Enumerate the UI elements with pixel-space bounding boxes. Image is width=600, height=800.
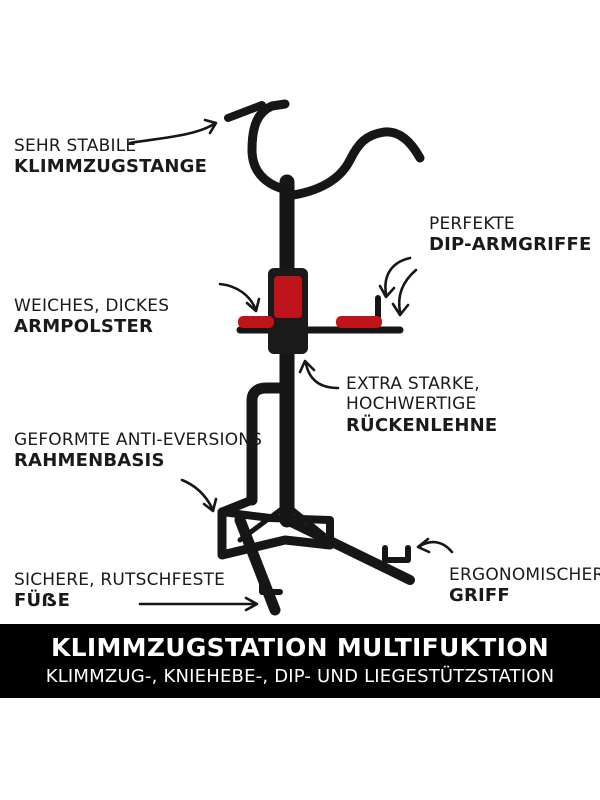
feature-pullup-bar: SEHR STABILE KLIMMZUGSTANGE [14,136,207,178]
feature-line1: GEFORMTE ANTI-EVERSIONS [14,430,263,450]
feature-line2: FÜẞE [14,590,71,612]
power-tower-image [128,99,454,616]
feature-line1: SICHERE, RUTSCHFESTE [14,570,226,590]
feature-arm-pads: WEICHES, DICKES ARMPOLSTER [14,296,169,338]
feature-line1: ERGONOMISCHER [449,565,600,585]
feature-feet: SICHERE, RUTSCHFESTE FÜẞE [14,570,225,612]
feature-grip: ERGONOMISCHER GRIFF [449,565,600,607]
feature-backrest: EXTRA STARKE, HOCHWERTIGE RÜCKENLEHNE [346,374,600,436]
feature-line1: PERFEKTE [429,214,515,234]
feature-line2: KLIMMZUGSTANGE [14,156,208,178]
feature-line2: ARMPOLSTER [14,316,154,338]
banner-subtitle: KLIMMZUG-, KNIEHEBE-, DIP- UND LIEGESTÜT… [45,666,555,687]
feature-line2: DIP-ARMGRIFFE [429,234,592,256]
feature-line2: GRIFF [449,585,510,607]
feature-dip-grips: PERFEKTE DIP-ARMGRIFFE [429,214,592,256]
product-banner: KLIMMZUGSTATION MULTIFUKTION KLIMMZUG-, … [0,624,600,698]
feature-line1: SEHR STABILE [14,136,137,156]
feature-line2: RAHMENBASIS [14,450,165,472]
banner-title: KLIMMZUGSTATION MULTIFUKTION [50,633,550,662]
feature-line2: RÜCKENLEHNE [346,414,498,436]
feature-line1: EXTRA STARKE, HOCHWERTIGE [346,374,480,415]
feature-line1: WEICHES, DICKES [14,296,170,316]
feature-frame-base: GEFORMTE ANTI-EVERSIONS RAHMENBASIS [14,430,262,472]
